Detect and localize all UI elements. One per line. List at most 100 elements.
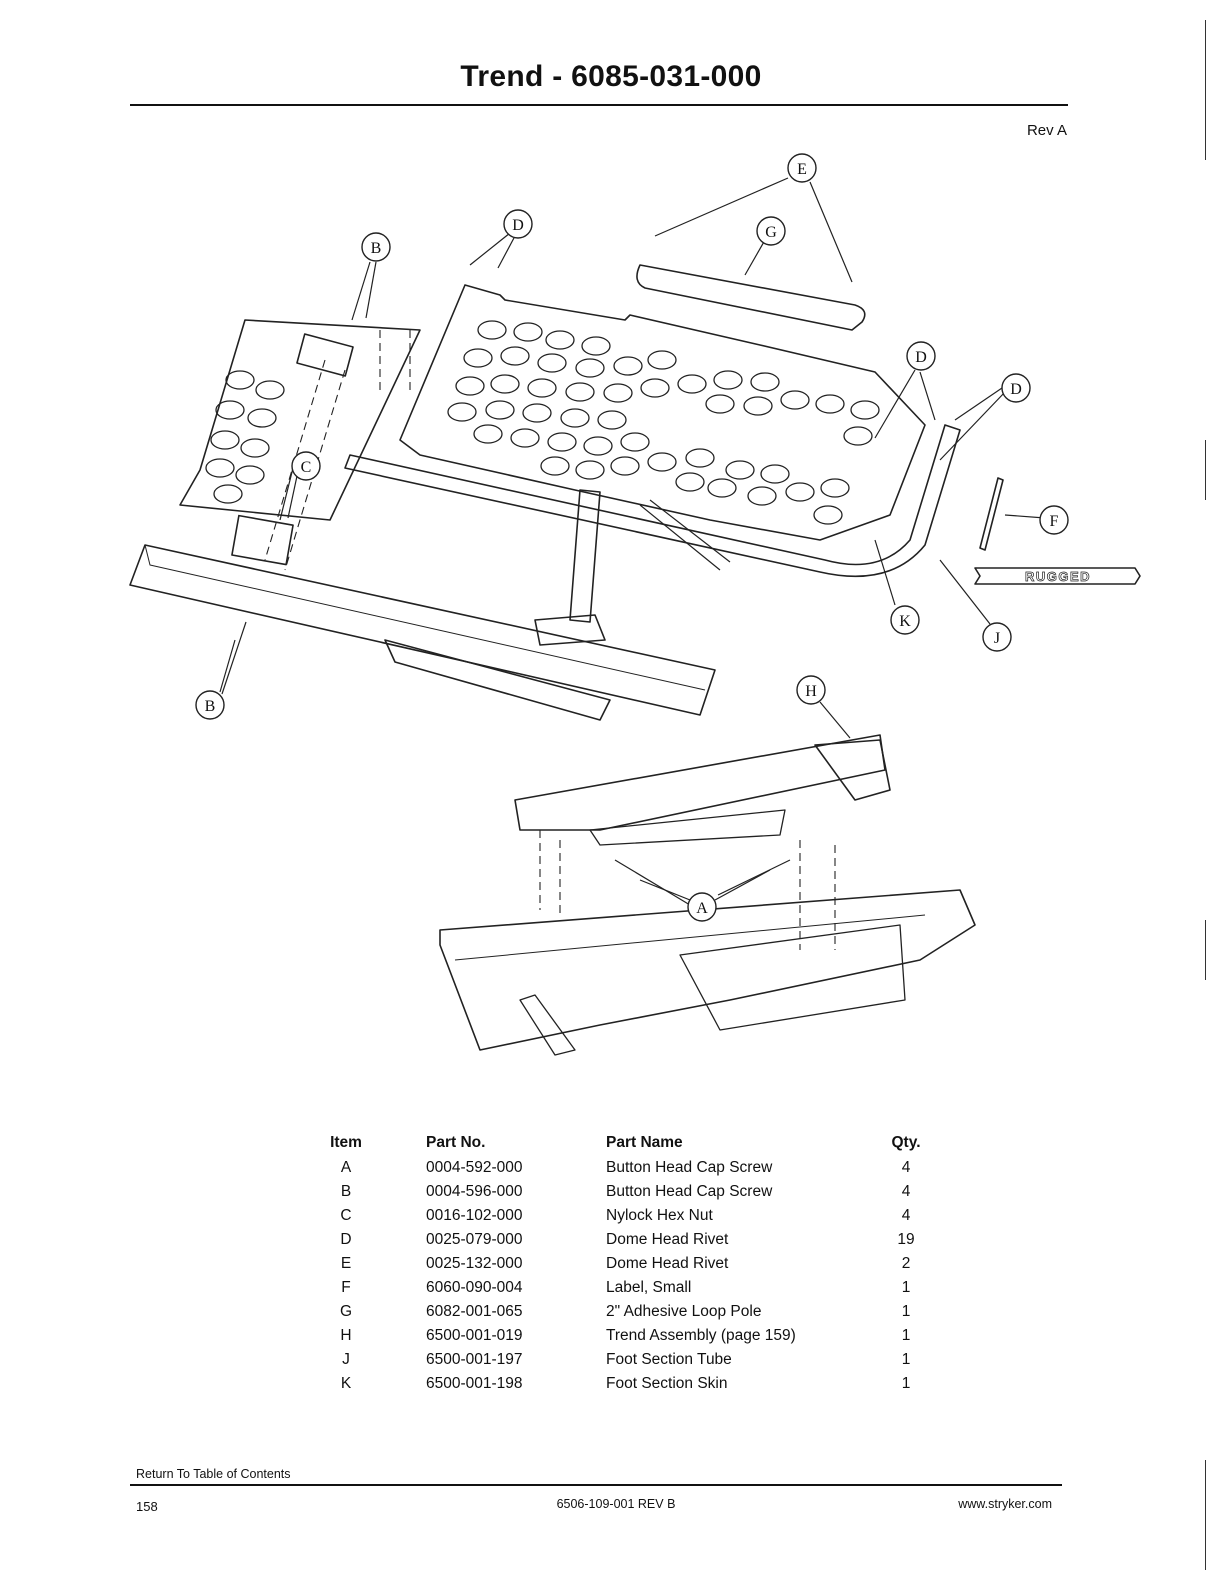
scan-edge-mark [1205, 1460, 1206, 1570]
footer-rule [130, 1484, 1062, 1486]
callout-g: G [765, 224, 777, 241]
lower-base-frame [439, 889, 976, 1051]
document-number: 6506-109-001 REV B [556, 1497, 676, 1511]
row-part-name: 2" Adhesive Loop Pole [606, 1303, 762, 1320]
row-qty: 1 [901, 1303, 911, 1320]
callout-d-1: D [512, 217, 524, 234]
header-item: Item [330, 1134, 362, 1151]
row-part-no: 6500-001-198 [426, 1375, 523, 1392]
callout-f: F [1050, 513, 1059, 530]
callout-c: C [301, 459, 312, 476]
row-item: K [340, 1375, 352, 1392]
website-url: www.stryker.com [958, 1497, 1052, 1511]
callout-j: J [994, 630, 1000, 647]
row-qty: 19 [897, 1231, 915, 1248]
table-row: G 6082-001-065 2" Adhesive Loop Pole 1 [322, 1300, 942, 1324]
parts-table-header: Item Part No. Part Name Qty. [322, 1130, 942, 1156]
table-row: C 0016-102-000 Nylock Hex Nut 4 [322, 1204, 942, 1228]
scan-edge-mark [1205, 920, 1206, 980]
row-item: E [340, 1255, 352, 1272]
hinge-lower [231, 514, 294, 566]
table-row: F 6060-090-004 Label, Small 1 [322, 1276, 942, 1300]
table-row: H 6500-001-019 Trend Assembly (page 159) 1 [322, 1324, 942, 1348]
left-frame-holes [205, 370, 285, 504]
small-label [979, 477, 1004, 551]
leader-lines [219, 177, 1046, 906]
row-qty: 1 [901, 1375, 911, 1392]
table-row: D 0025-079-000 Dome Head Rivet 19 [322, 1228, 942, 1252]
row-item: F [341, 1279, 351, 1296]
callout-h: H [805, 683, 817, 700]
header-part-no: Part No. [426, 1134, 486, 1151]
row-part-no: 6500-001-197 [426, 1351, 523, 1368]
rail-bracket [384, 639, 611, 721]
hinge-upper [296, 333, 354, 377]
row-item: G [339, 1303, 353, 1320]
support-strut [569, 489, 601, 623]
row-part-name: Label, Small [606, 1279, 692, 1296]
scan-edge-mark [1205, 20, 1206, 160]
row-qty: 1 [901, 1327, 911, 1344]
skin-holes [447, 320, 880, 525]
callout-d-3: D [1010, 381, 1022, 398]
row-part-name: Button Head Cap Screw [606, 1183, 773, 1200]
row-qty: 1 [901, 1351, 911, 1368]
row-part-name: Dome Head Rivet [606, 1231, 729, 1248]
revision-label: Rev A [1026, 122, 1067, 139]
callout-b-1: B [371, 240, 382, 257]
row-part-name: Dome Head Rivet [606, 1255, 729, 1272]
callout-d-2: D [915, 349, 927, 366]
adhesive-loop-pole [636, 264, 866, 331]
row-qty: 1 [901, 1279, 911, 1296]
row-part-no: 0016-102-000 [426, 1207, 523, 1224]
row-qty: 4 [901, 1183, 911, 1200]
row-item: J [342, 1351, 350, 1368]
row-part-no: 0025-079-000 [426, 1231, 523, 1248]
table-row: A 0004-592-000 Button Head Cap Screw 4 [322, 1156, 942, 1180]
row-item: A [340, 1159, 352, 1176]
row-part-name: Nylock Hex Nut [606, 1207, 713, 1224]
row-part-no: 6082-001-065 [426, 1303, 523, 1320]
foot-section-skin [399, 284, 926, 541]
row-part-name: Trend Assembly (page 159) [606, 1327, 796, 1344]
row-part-name: Foot Section Skin [606, 1375, 728, 1392]
row-part-no: 6500-001-019 [426, 1327, 523, 1344]
callout-k: K [899, 613, 911, 630]
row-qty: 2 [901, 1255, 911, 1272]
mount-plate [534, 614, 606, 646]
row-part-no: 6060-090-004 [426, 1279, 523, 1296]
callout-b-2: B [205, 698, 216, 715]
header-qty: Qty. [891, 1134, 921, 1151]
page-number: 158 [136, 1499, 158, 1514]
trend-assembly-bracket [814, 739, 891, 801]
return-to-toc-link[interactable]: Return To Table of Contents [136, 1467, 291, 1481]
parts-table: Item Part No. Part Name Qty. A 0004-592-0… [322, 1130, 942, 1396]
foot-section-tube [344, 424, 961, 578]
row-part-no: 0004-592-000 [426, 1159, 523, 1176]
row-item: D [340, 1231, 352, 1248]
trend-assembly-arm [514, 734, 886, 831]
page-title: Trend - 6085-031-000 [460, 60, 762, 93]
callout-a: A [696, 900, 708, 917]
header-part-name: Part Name [606, 1134, 683, 1151]
table-row: B 0004-596-000 Button Head Cap Screw 4 [322, 1180, 942, 1204]
exploded-assembly-diagram: E G D B D D F C K J B H A RUGGED [129, 153, 1141, 1056]
row-qty: 4 [901, 1159, 911, 1176]
assembly-lines [264, 330, 836, 950]
scan-edge-mark [1205, 440, 1206, 500]
left-frame-section [179, 319, 421, 521]
row-item: B [340, 1183, 352, 1200]
row-item: H [340, 1327, 352, 1344]
base-rail [129, 544, 716, 716]
rugged-label-text: RUGGED [1025, 569, 1091, 584]
table-row: E 0025-132-000 Dome Head Rivet 2 [322, 1252, 942, 1276]
header-rule [130, 104, 1068, 106]
row-qty: 4 [901, 1207, 911, 1224]
row-part-name: Button Head Cap Screw [606, 1159, 773, 1176]
table-row: K 6500-001-198 Foot Section Skin 1 [322, 1372, 942, 1396]
row-part-no: 0004-596-000 [426, 1183, 523, 1200]
row-item: C [340, 1207, 352, 1224]
row-part-no: 0025-132-000 [426, 1255, 523, 1272]
callout-e: E [797, 161, 807, 178]
